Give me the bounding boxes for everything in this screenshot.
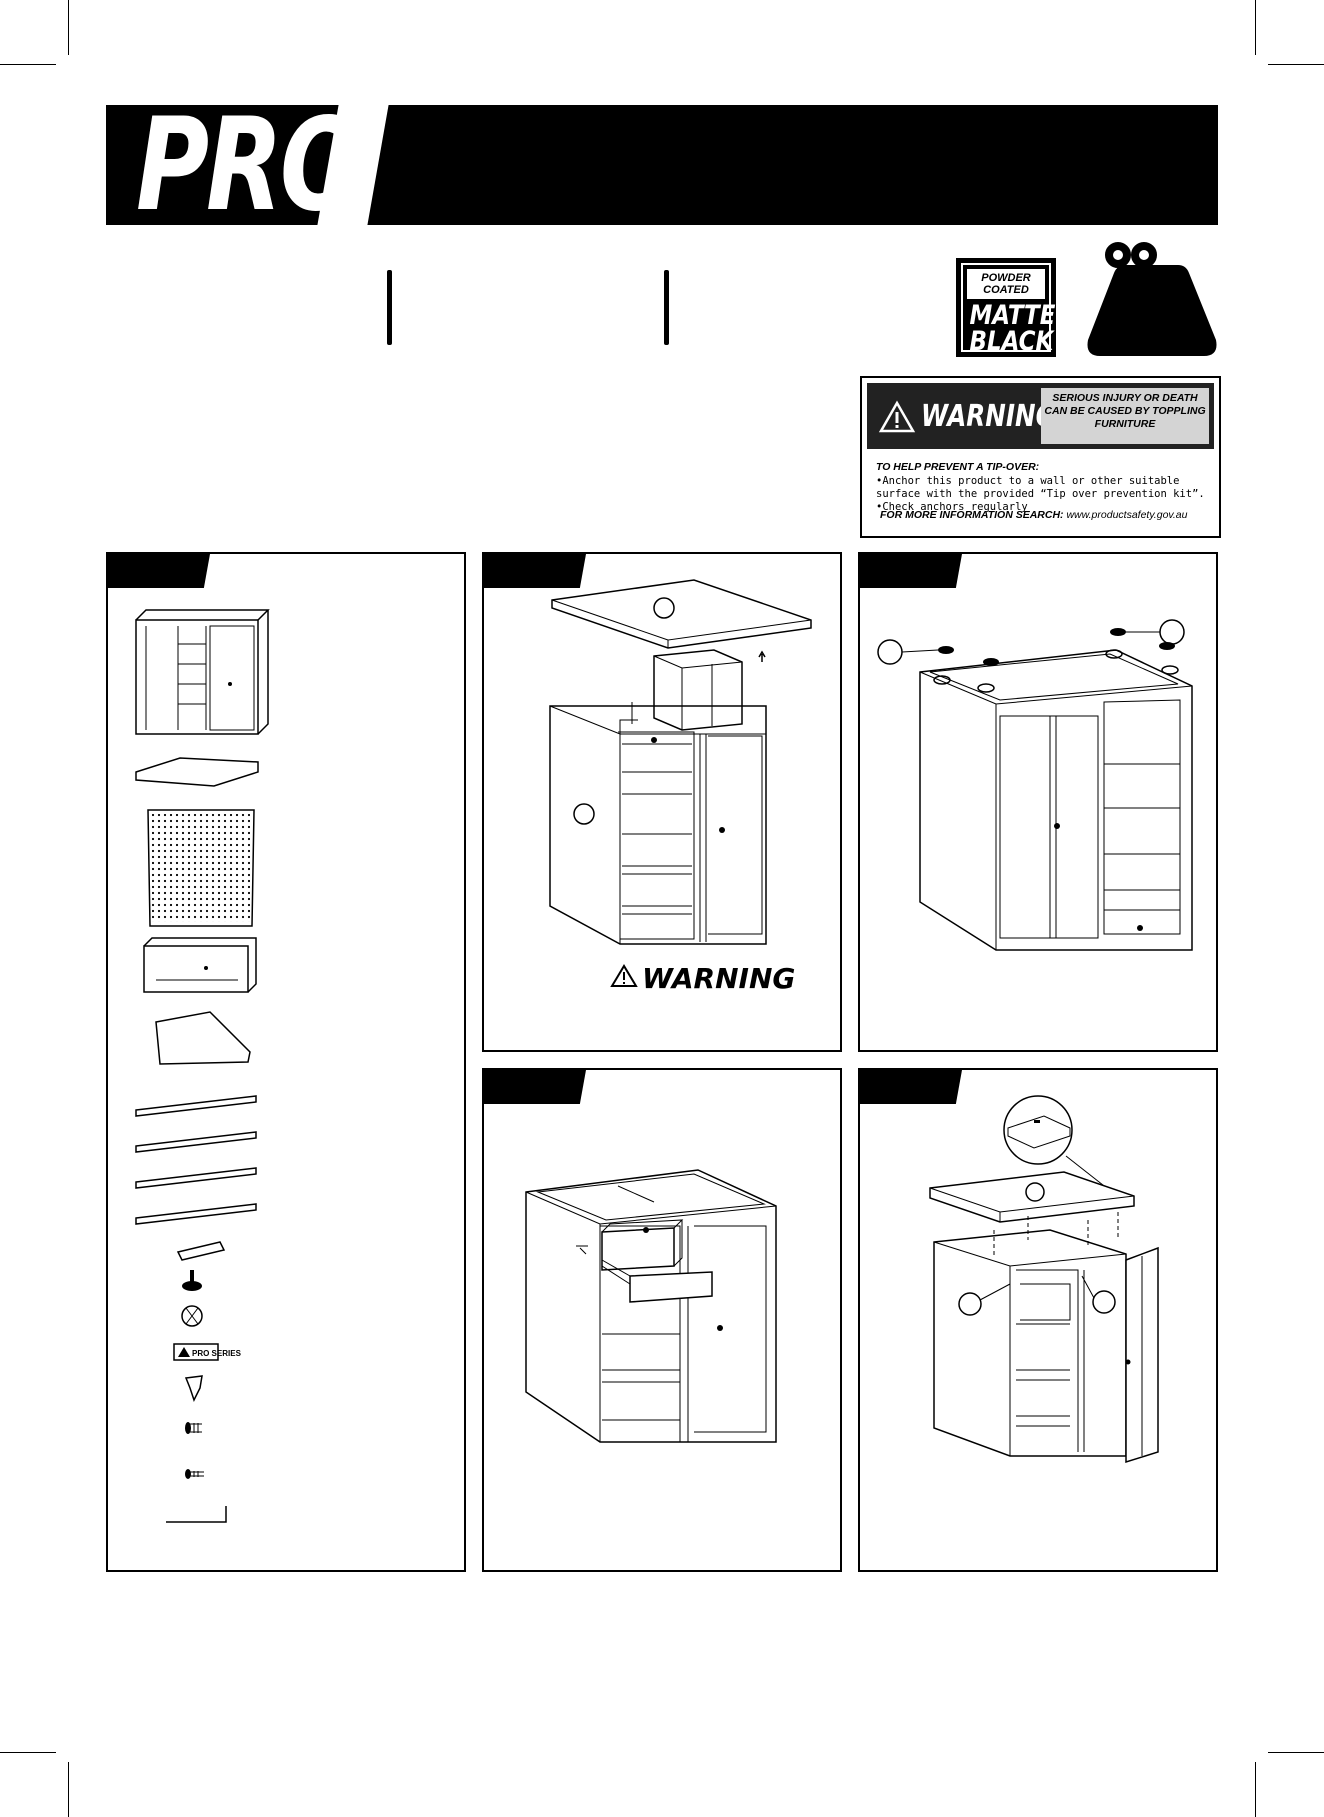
step-panel-anchor xyxy=(858,1068,1218,1572)
warning-body: •Anchor this product to a wall or other … xyxy=(876,475,1205,513)
warning-label: WARNING SERIOUS INJURY OR DEATH CAN BE C… xyxy=(860,376,1221,538)
warning-title: WARNING xyxy=(921,399,1056,434)
step-illustration-drawers xyxy=(525,1169,777,1443)
warning-heading: TO HELP PREVENT A TIP-OVER: xyxy=(876,461,1040,473)
panel-tab xyxy=(108,554,210,588)
part-badge: PRO SERIES xyxy=(173,1343,242,1361)
crop-mark xyxy=(0,1752,56,1753)
step-warning-text: WARNING xyxy=(642,962,795,995)
parts-panel: PRO SERIES xyxy=(106,552,466,1572)
finish-badge-line3: BLACK xyxy=(969,326,1054,357)
crop-mark xyxy=(68,1762,69,1817)
divider xyxy=(664,270,669,345)
part-badge-text: PRO SERIES xyxy=(192,1349,242,1358)
crop-mark xyxy=(0,64,56,65)
part-wall-cabinet xyxy=(143,937,257,993)
finish-badge-line1: POWDER COATED xyxy=(967,269,1045,299)
panel-tab xyxy=(484,1070,586,1104)
part-screw-small xyxy=(185,1469,204,1479)
part-clip xyxy=(184,1375,203,1402)
step-illustration-top: WARNING xyxy=(549,579,812,995)
step-illustration-anchor xyxy=(929,1095,1159,1464)
warning-label-header: WARNING SERIOUS INJURY OR DEATH CAN BE C… xyxy=(867,383,1214,449)
crop-mark xyxy=(1255,1762,1256,1817)
crop-mark xyxy=(68,0,69,55)
parts-illustrations: PRO SERIES xyxy=(135,609,270,1523)
step-illustration-feet xyxy=(877,619,1193,951)
panel-tab xyxy=(484,554,586,588)
part-rails xyxy=(135,1095,257,1225)
warning-footer-url: www.productsafety.gov.au xyxy=(1066,509,1188,521)
panel-tab xyxy=(860,554,962,588)
header-banner: PRO SERIES xyxy=(106,105,1218,225)
panel-tab xyxy=(860,1070,962,1104)
part-pegboard xyxy=(147,809,255,927)
part-top-panel xyxy=(135,757,259,787)
logo-series: SERIES xyxy=(444,105,479,209)
part-screw-large xyxy=(185,1422,202,1434)
weight-icon xyxy=(1087,242,1217,356)
foot-glyphs xyxy=(933,628,1179,693)
finish-badge: POWDER COATED MATTE BLACK xyxy=(956,258,1056,357)
divider xyxy=(387,270,392,345)
part-bracket xyxy=(176,1241,226,1261)
step-panel-top: WARNING xyxy=(482,552,842,1052)
crop-mark xyxy=(1268,1752,1324,1753)
part-cabinet xyxy=(135,609,270,735)
part-leveling-foot xyxy=(182,1270,202,1291)
warning-footer-label: FOR MORE INFORMATION SEARCH: xyxy=(880,509,1064,521)
warning-triangle-icon xyxy=(878,400,916,433)
crop-mark xyxy=(1268,64,1324,65)
part-allen-key xyxy=(166,1506,227,1523)
step-panel-drawers xyxy=(482,1068,842,1572)
part-castor-wheel xyxy=(181,1305,203,1327)
warning-subtitle: SERIOUS INJURY OR DEATH CAN BE CAUSED BY… xyxy=(1041,388,1209,444)
finish-badge-line2: MATTE xyxy=(969,300,1056,331)
warning-footer: FOR MORE INFORMATION SEARCH: www.product… xyxy=(880,509,1187,521)
step-panel-feet xyxy=(858,552,1218,1052)
part-shelf xyxy=(155,1011,251,1065)
crop-mark xyxy=(1255,0,1256,55)
